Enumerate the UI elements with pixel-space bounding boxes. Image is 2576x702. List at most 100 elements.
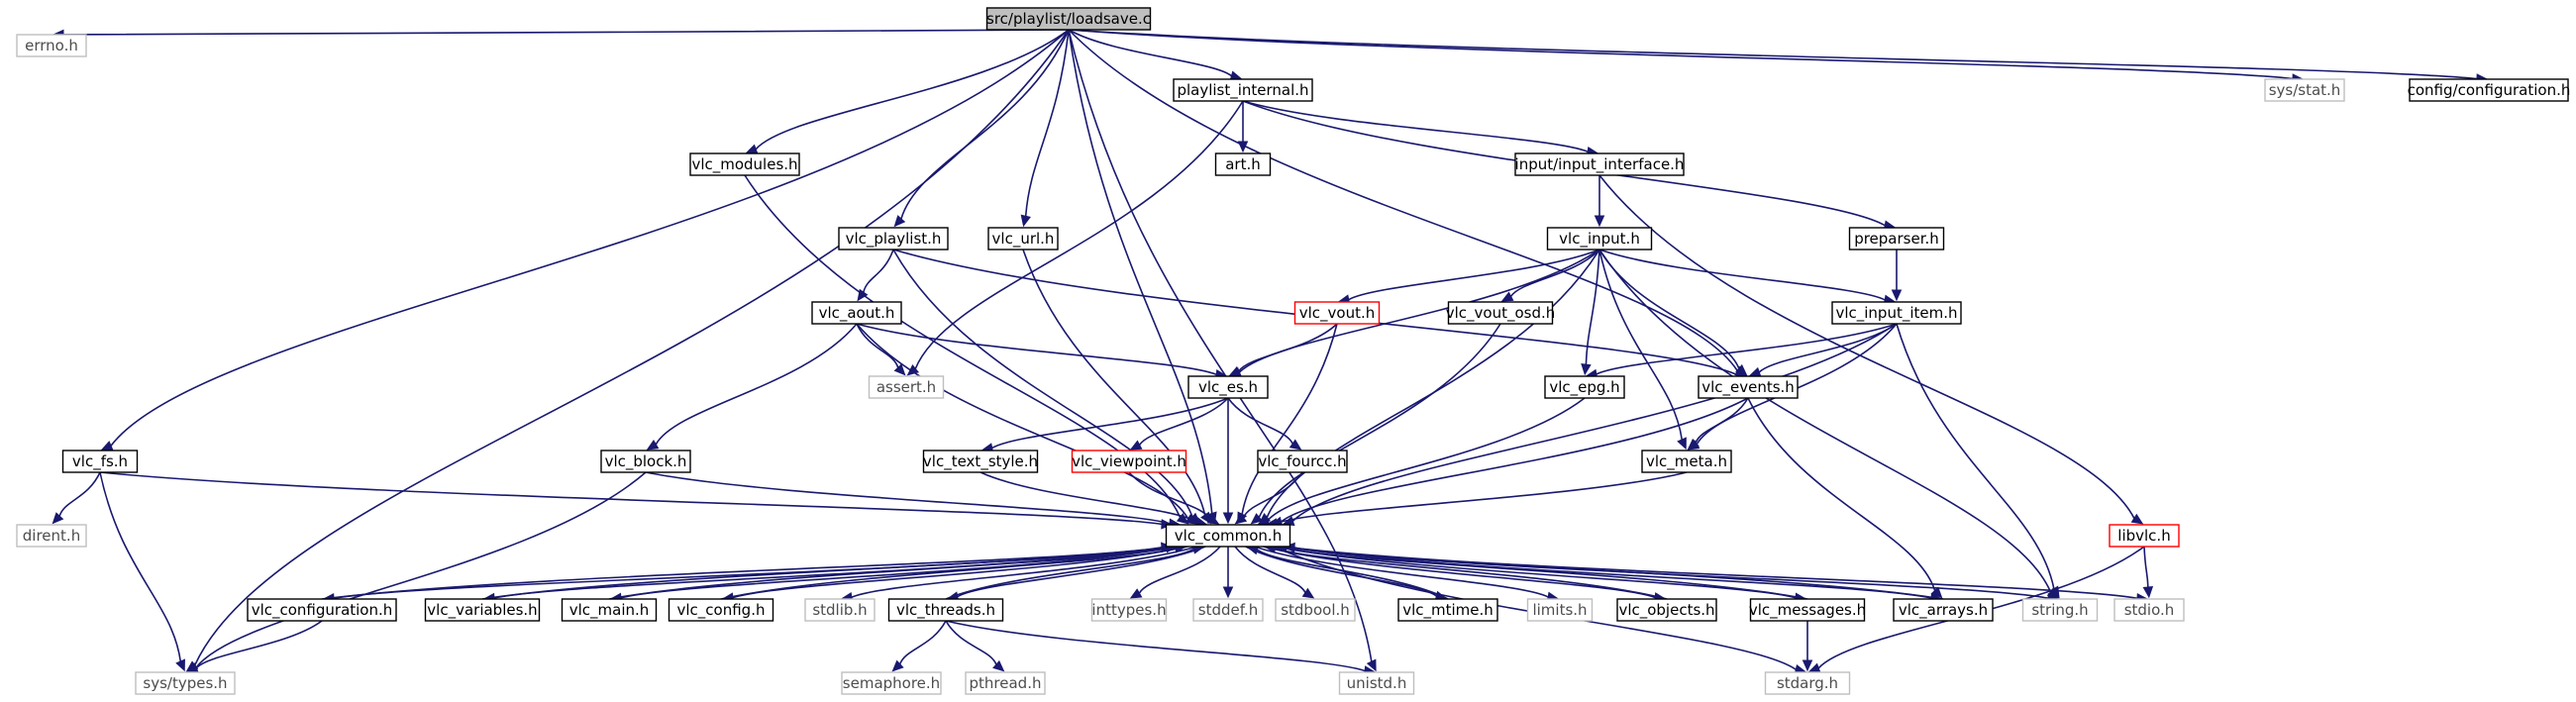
node-box <box>689 152 800 176</box>
node-vlc-config[interactable]: vlc_config.h <box>668 598 774 622</box>
edge-vlc_epg-to-vlc_common <box>1267 397 1586 522</box>
edge-loadsave-to-vlc_events <box>1068 29 1738 371</box>
edge-loadsave-to-sys_types <box>193 29 1070 666</box>
node-stdarg[interactable]: stdarg.h <box>1764 671 1851 695</box>
node-vlc-configuration[interactable]: vlc_configuration.h <box>247 598 397 622</box>
node-label: stdbool.h <box>1281 601 1350 619</box>
node-string[interactable]: string.h <box>2021 598 2099 622</box>
edge-vlc_configuration-to-sys_types <box>195 620 323 669</box>
edge-vlc_events-to-vlc_meta <box>1695 397 1749 444</box>
node-box <box>1764 671 1851 695</box>
arrowhead-vlc_playlist-to-vlc_aout <box>857 288 869 302</box>
node-dirent[interactable]: dirent.h <box>16 524 87 548</box>
node-vlc-input-item[interactable]: vlc_input_item.h <box>1831 301 1962 325</box>
node-preparser[interactable]: preparser.h <box>1848 227 1945 251</box>
node-playlist-internal[interactable]: playlist_internal.h <box>1173 78 1313 102</box>
arrowhead-vlc_threads-to-semaphore <box>891 659 904 672</box>
arrowhead-vlc_input-to-vlc_epg <box>1581 362 1592 376</box>
node-label: dirent.h <box>23 527 80 545</box>
node-sys-types[interactable]: sys/types.h <box>135 671 236 695</box>
edge-loadsave-to-errno <box>62 29 1070 36</box>
node-config-configuration[interactable]: config/configuration.h <box>2408 78 2571 102</box>
node-vlc-modules[interactable]: vlc_modules.h <box>689 152 800 176</box>
node-vlc-text-style[interactable]: vlc_text_style.h <box>922 450 1039 473</box>
node-label: vlc_vout_osd.h <box>1446 304 1556 323</box>
node-pthread[interactable]: pthread.h <box>965 671 1046 695</box>
node-vlc-fourcc[interactable]: vlc_fourcc.h <box>1257 450 1348 473</box>
node-libvlc[interactable]: libvlc.h <box>2109 524 2180 548</box>
node-box <box>987 227 1059 251</box>
node-label: vlc_playlist.h <box>846 230 942 249</box>
node-vlc-common[interactable]: vlc_common.h <box>1165 524 1291 548</box>
node-vlc-objects[interactable]: vlc_objects.h <box>1616 598 1717 622</box>
node-vlc-vout-osd[interactable]: vlc_vout_osd.h <box>1446 301 1556 325</box>
arrowhead-vlc_common-to-stdbool <box>1301 587 1315 599</box>
node-stdlib[interactable]: stdlib.h <box>804 598 876 622</box>
node-vlc-block[interactable]: vlc_block.h <box>600 450 691 473</box>
edge-vlc_fs-to-sys_types <box>99 471 182 662</box>
node-vlc-es[interactable]: vlc_es.h <box>1187 375 1269 399</box>
node-stdbool[interactable]: stdbool.h <box>1275 598 1356 622</box>
node-vlc-meta[interactable]: vlc_meta.h <box>1641 450 1732 473</box>
node-vlc-mtime[interactable]: vlc_mtime.h <box>1397 598 1498 622</box>
node-sys-stat[interactable]: sys/stat.h <box>2264 78 2345 102</box>
node-vlc-main[interactable]: vlc_main.h <box>561 598 658 622</box>
node-stddef[interactable]: stddef.h <box>1192 598 1264 622</box>
edge-vlc_events-to-vlc_common <box>1281 397 1749 523</box>
node-box <box>135 671 236 695</box>
node-vlc-viewpoint[interactable]: vlc_viewpoint.h <box>1071 450 1187 473</box>
arrowhead-vlc_threads-to-pthread <box>992 659 1005 672</box>
node-stdio[interactable]: stdio.h <box>2113 598 2185 622</box>
node-inttypes[interactable]: inttypes.h <box>1090 598 1168 622</box>
node-vlc-events[interactable]: vlc_events.h <box>1698 375 1799 399</box>
node-input-interface[interactable]: input/input_interface.h <box>1514 152 1685 176</box>
node-vlc-variables[interactable]: vlc_variables.h <box>424 598 541 622</box>
node-semaphore[interactable]: semaphore.h <box>841 671 942 695</box>
node-vlc-input[interactable]: vlc_input.h <box>1546 227 1653 251</box>
arrowhead-vlc_es-to-vlc_common <box>1222 512 1234 525</box>
node-vlc-playlist[interactable]: vlc_playlist.h <box>838 227 949 251</box>
node-label: stddef.h <box>1198 601 1258 619</box>
node-label: limits.h <box>1532 601 1587 619</box>
node-vlc-aout[interactable]: vlc_aout.h <box>811 301 902 325</box>
edge-vlc_fs-to-vlc_common <box>99 471 1163 526</box>
node-vlc-vout[interactable]: vlc_vout.h <box>1293 301 1381 325</box>
node-box <box>1893 598 1994 622</box>
arrowhead-input_interface-to-vlc_input <box>1594 215 1605 228</box>
node-vlc-fs[interactable]: vlc_fs.h <box>61 450 139 473</box>
node-label: vlc_block.h <box>605 452 687 471</box>
node-box <box>1546 227 1653 251</box>
edge-vlc_variables-to-vlc_common <box>481 547 1163 600</box>
arrowhead-vlc_modules-to-vlc_common <box>1176 513 1189 525</box>
node-box <box>1848 227 1945 251</box>
node-label: vlc_text_style.h <box>923 452 1038 471</box>
edge-vlc_block-to-sys_types <box>195 471 647 668</box>
edge-vlc_common-to-inttypes <box>1138 546 1221 594</box>
node-vlc-epg[interactable]: vlc_epg.h <box>1544 375 1625 399</box>
node-loadsave[interactable]: src/playlist/loadsave.c <box>985 7 1152 31</box>
node-label: errno.h <box>25 37 78 54</box>
node-box <box>1698 375 1799 399</box>
edge-vlc_aout-to-vlc_block <box>655 323 858 446</box>
edge-vlc_input_item-to-vlc_events <box>1758 323 1898 373</box>
node-vlc-url[interactable]: vlc_url.h <box>987 227 1059 251</box>
node-assert[interactable]: assert.h <box>868 375 945 399</box>
node-errno[interactable]: errno.h <box>16 34 87 57</box>
edge-vlc_url-to-vlc_common <box>1022 249 1206 516</box>
node-unistd[interactable]: unistd.h <box>1338 671 1415 695</box>
edge-vlc_common-to-stdio <box>1282 546 2138 600</box>
edge-vlc_fs-to-dirent <box>58 471 101 517</box>
node-art[interactable]: art.h <box>1214 152 1272 176</box>
node-vlc-arrays[interactable]: vlc_arrays.h <box>1893 598 1994 622</box>
node-box <box>1214 152 1272 176</box>
node-label: vlc_aout.h <box>819 304 895 323</box>
node-box <box>1397 598 1498 622</box>
node-vlc-messages[interactable]: vlc_messages.h <box>1749 598 1866 622</box>
edge-vlc_threads-to-vlc_common <box>945 548 1194 600</box>
node-vlc-threads[interactable]: vlc_threads.h <box>887 598 1004 622</box>
node-limits[interactable]: limits.h <box>1526 598 1594 622</box>
arrowhead-vlc_input-to-vlc_vout_osd <box>1500 291 1514 302</box>
node-box <box>561 598 658 622</box>
node-box <box>2409 78 2569 102</box>
node-box <box>2109 524 2180 548</box>
